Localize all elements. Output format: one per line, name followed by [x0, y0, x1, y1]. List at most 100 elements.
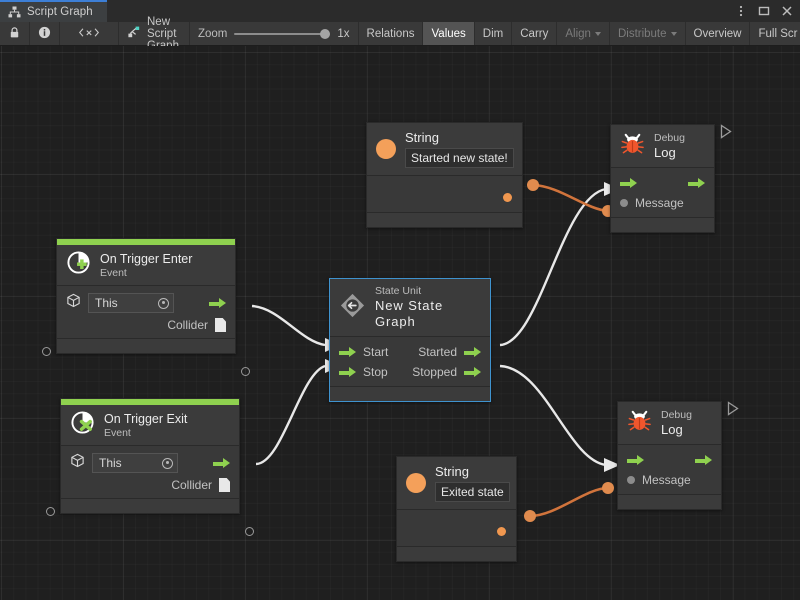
message-port-row[interactable]: Message — [618, 470, 721, 490]
flow-input-port-enter[interactable] — [620, 177, 637, 189]
node-body: Start Started Stop Stopped — [330, 337, 490, 386]
object-picker-icon[interactable] — [158, 297, 169, 309]
tab-script-graph[interactable]: Script Graph — [0, 0, 107, 22]
toolbar-button-label: Dim — [482, 27, 504, 40]
graph-toolbar: New Script Graph Zoom 1x Relations Value… — [0, 16, 800, 52]
lock-button[interactable] — [0, 22, 30, 45]
node-debug-log-top[interactable]: Debug Log Message — [610, 124, 715, 233]
node-state-unit[interactable]: State Unit New State Graph Start Started — [329, 278, 491, 402]
zoom-slider[interactable] — [234, 27, 331, 41]
node-subtitle: Event — [104, 426, 131, 439]
node-subtitle: Debug — [661, 408, 692, 421]
flow-output-port-trigger[interactable] — [209, 297, 226, 309]
flow-port-row[interactable] — [618, 450, 721, 470]
toolbar-button-relations[interactable]: Relations — [359, 22, 424, 45]
collider-port-row[interactable]: Collider — [61, 475, 239, 495]
target-object-field[interactable]: This — [88, 293, 174, 313]
collider-value-icon[interactable] — [215, 318, 226, 332]
free-collider-output-port[interactable] — [245, 527, 254, 536]
toolbar-button-align[interactable]: Align — [557, 22, 610, 45]
flow-input-port-enter[interactable] — [627, 454, 644, 466]
node-body: Message — [618, 445, 721, 494]
message-port-row[interactable]: Message — [611, 193, 714, 213]
node-titles: String Exited state — [435, 464, 510, 502]
node-on-trigger-enter[interactable]: On Trigger Enter Event This — [56, 238, 236, 354]
port-row-start[interactable]: Start Started — [330, 342, 490, 362]
object-picker-icon[interactable] — [162, 457, 173, 469]
toolbar-button-label: Relations — [366, 27, 415, 40]
port-row-stop[interactable]: Stop Stopped — [330, 362, 490, 382]
toolbar-button-fullscreen[interactable]: Full Scr — [750, 22, 800, 45]
value-output-port[interactable] — [503, 192, 512, 202]
node-header: Debug Log — [611, 125, 714, 168]
free-flow-output-arrow[interactable] — [727, 401, 739, 416]
node-on-trigger-exit[interactable]: On Trigger Exit Event This — [60, 398, 240, 514]
port-row-output[interactable] — [367, 187, 522, 207]
node-footer — [611, 217, 714, 232]
node-title: On Trigger Enter — [100, 251, 193, 266]
collider-value-icon[interactable] — [219, 478, 230, 492]
event-accent-bar — [57, 239, 235, 245]
more-options-icon[interactable] — [734, 4, 748, 18]
free-collider-output-port[interactable] — [241, 367, 250, 376]
free-flow-output-arrow[interactable] — [720, 124, 732, 139]
node-body — [397, 510, 516, 546]
free-value-input-port[interactable] — [42, 347, 51, 356]
chevron-down-icon — [670, 31, 677, 36]
node-footer — [618, 494, 721, 509]
flow-input-port-start[interactable] — [339, 346, 356, 358]
target-port-row[interactable]: This — [61, 451, 239, 475]
zoom-slider-handle[interactable] — [320, 28, 331, 39]
close-icon[interactable] — [780, 4, 794, 18]
node-subtitle: State Unit — [375, 285, 422, 297]
toolbar-button-overview[interactable]: Overview — [686, 22, 751, 45]
node-footer — [61, 498, 239, 513]
collider-port-row[interactable]: Collider — [57, 315, 235, 335]
toolbar-button-dim[interactable]: Dim — [475, 22, 513, 45]
toolbar-button-carry[interactable]: Carry — [512, 22, 558, 45]
message-input-port[interactable] — [620, 199, 628, 207]
toolbar-button-distribute[interactable]: Distribute — [610, 22, 686, 45]
flow-output-port-exit[interactable] — [695, 454, 712, 466]
tab-label: Script Graph — [27, 6, 93, 18]
string-value-input[interactable]: Exited state — [435, 482, 510, 502]
flow-output-port-started[interactable] — [464, 346, 481, 358]
info-button[interactable] — [30, 22, 60, 45]
toolbar-button-label: Distribute — [617, 27, 667, 40]
graph-hierarchy-icon — [8, 6, 21, 19]
zoom-slider-track — [234, 32, 331, 35]
value-output-port[interactable] — [497, 526, 506, 536]
variables-button[interactable] — [60, 22, 119, 45]
node-string-top[interactable]: String Started new state! — [366, 122, 523, 228]
node-subtitle: Debug — [654, 131, 685, 144]
graph-canvas[interactable]: String Started new state! — [0, 46, 800, 600]
node-titles: Debug Log — [654, 132, 685, 161]
target-object-field[interactable]: This — [92, 453, 178, 473]
maximize-icon[interactable] — [757, 4, 771, 18]
target-port-row[interactable]: This — [57, 291, 235, 315]
flow-output-port-exit[interactable] — [688, 177, 705, 189]
flow-input-port-stop[interactable] — [339, 366, 356, 378]
toolbar-button-label: Align — [565, 27, 591, 40]
node-subtitle: Event — [100, 266, 127, 279]
message-input-port[interactable] — [627, 476, 635, 484]
zoom-control[interactable]: Zoom 1x — [190, 22, 359, 45]
flow-output-port-stopped[interactable] — [464, 366, 481, 378]
string-value-input[interactable]: Started new state! — [405, 148, 514, 168]
node-string-bottom[interactable]: String Exited state — [396, 456, 517, 562]
event-plus-icon — [66, 250, 91, 280]
node-title: On Trigger Exit — [104, 411, 188, 426]
node-title: String — [435, 464, 469, 479]
target-object-value: This — [95, 296, 118, 310]
flow-output-port-trigger[interactable] — [213, 457, 230, 469]
port-row-output[interactable] — [397, 521, 516, 541]
free-value-input-port[interactable] — [46, 507, 55, 516]
node-titles: String Started new state! — [405, 130, 514, 168]
flow-port-row[interactable] — [611, 173, 714, 193]
node-header: On Trigger Enter Event — [57, 245, 235, 286]
toolbar-button-values[interactable]: Values — [423, 22, 475, 45]
graph-name-field[interactable]: New Script Graph — [119, 16, 190, 52]
state-unit-icon — [339, 292, 366, 324]
node-debug-log-bottom[interactable]: Debug Log Message — [617, 401, 722, 510]
